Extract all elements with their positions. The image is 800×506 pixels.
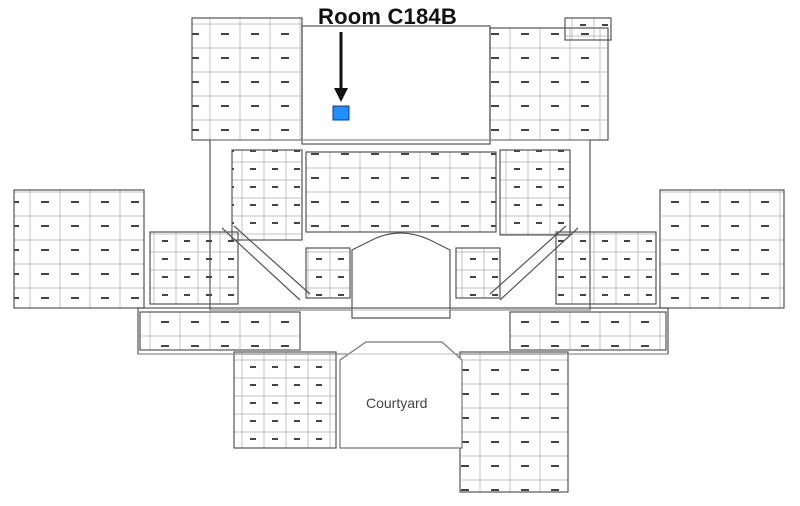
west-wing [13,189,145,309]
south-rooms-left [139,311,301,351]
north-west-block [191,17,303,141]
auditorium [351,232,451,319]
highlighted-room-c184b [332,105,350,121]
central-rooms-left [231,149,303,241]
east-inner [555,231,657,305]
west-diagonal-corridor [221,225,311,301]
central-rooms-mid [305,151,497,233]
auditorium-side-right [455,247,501,299]
auditorium-side-left [305,247,351,299]
room-callout-label: Room C184B [318,4,457,29]
south-rooms-right [509,311,667,351]
courtyard [339,341,463,449]
east-wing [659,189,785,309]
central-rooms-right [499,149,571,236]
north-east-annex [564,17,612,41]
north-center-block [301,25,491,145]
building-outline [13,17,785,493]
south-west-wing [233,351,337,449]
courtyard-label: Courtyard [366,395,427,411]
west-inner [149,231,239,305]
south-east-wing [459,351,569,493]
arrow-down-icon [334,32,348,102]
east-diagonal-corridor [489,225,579,301]
structural-grid [138,139,668,355]
north-east-block [489,27,609,141]
